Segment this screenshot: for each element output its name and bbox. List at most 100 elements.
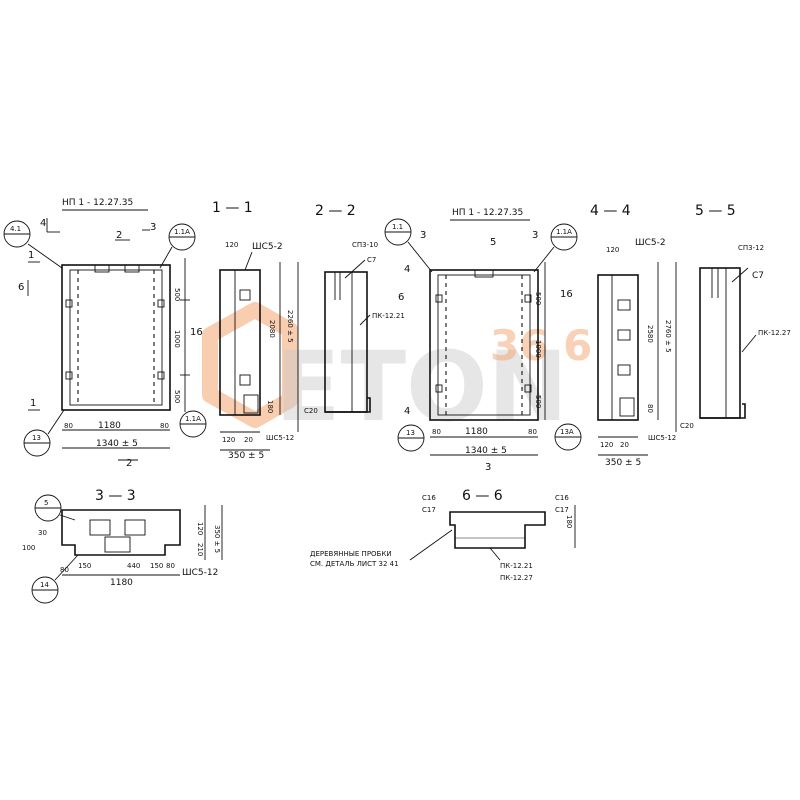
dim-120-20-b: 120 [606, 246, 619, 254]
dim-80-right: 80 [160, 422, 169, 430]
mark-16-b: 16 [560, 289, 573, 300]
label-pk12-21-b: ПК-12.21 [500, 562, 533, 570]
dim-2260: 2260 ± 5 [286, 310, 294, 343]
section-6-6: 6 — 6 С16 С17 С16 С17 180 ДЕРЕВЯННЫЕ ПРО… [310, 488, 576, 582]
section-title-2-2: 2 — 2 [315, 203, 356, 219]
label-s16-a: С16 [422, 494, 436, 502]
dim-120-20: 120 [225, 241, 238, 249]
callout-1-1a-top: 1.1А [174, 228, 190, 236]
dim-1180-c: 1180 [110, 578, 133, 588]
section-1-1: 1 — 1 120 ШС5-2 2080 2260 ± 5 180 С20 12… [212, 200, 318, 461]
label-shs5-2-b: ШС5-2 [635, 238, 666, 248]
section-4-4: 4 — 4 120 ШС5-2 2580 2760 ± 5 80 С20 120… [590, 203, 694, 468]
mark-3-b: 3 [420, 230, 426, 241]
dim-2580: 2580 [646, 325, 654, 343]
dim-150-b: 150 [150, 562, 163, 570]
elevation-np1-a: НП 1 - 12.27.35 4 1 1 6 2 3 4.1 1.1А [3, 198, 207, 469]
dim-1180: 1180 [98, 421, 121, 431]
label-s17-b: С17 [555, 506, 569, 514]
dim-500-top: 500 [173, 288, 181, 301]
mark-3-top: 3 [150, 222, 156, 233]
callout-5: 5 [44, 499, 48, 507]
label-pk12-21: ПК-12.21 [372, 312, 405, 320]
elevation-title-a: НП 1 - 12.27.35 [62, 198, 133, 208]
label-s7-b: С7 [752, 271, 764, 281]
watermark-hex-logo [202, 302, 298, 428]
dim-80-b-left: 80 [432, 428, 441, 436]
elevation-np1-b: НП 1 - 12.27.35 1.1 1.1А 13 13А 3 5 3 4 … [384, 208, 582, 473]
mark-16: 16 [190, 327, 203, 338]
dim-100: 100 [22, 544, 35, 552]
dim-350-c: 350 ± 5 [213, 525, 221, 553]
dim-1180-b: 1180 [465, 427, 488, 437]
dim-80-left: 80 [64, 422, 73, 430]
dim-30: 30 [38, 529, 47, 537]
mark-2-bottom: 2 [126, 458, 132, 469]
dim-500-b-bottom: 500 [534, 395, 542, 408]
label-sp3-12: СП3-12 [738, 244, 764, 252]
watermark-number: 36 6 [490, 321, 592, 370]
callout-13-b: 13 [406, 429, 415, 437]
dim-1000-b: 1000 [534, 340, 542, 358]
mark-2-top: 2 [116, 230, 122, 241]
label-s17-a: С17 [422, 506, 436, 514]
label-shs5-12-c: ШС5-12 [182, 568, 218, 578]
dim-20-a: 20 [244, 436, 253, 444]
dim-180-b: 180 [565, 515, 573, 528]
section-title-1-1: 1 — 1 [212, 200, 253, 216]
dim-2760: 2760 ± 5 [664, 320, 672, 353]
dim-80-d: 80 [60, 566, 69, 574]
mark-3-bottom-b: 3 [485, 462, 491, 473]
mark-6: 6 [18, 282, 24, 293]
callout-1-1-b: 1.1 [392, 223, 403, 231]
dim-180: 180 [266, 400, 274, 413]
dim-150-a: 150 [78, 562, 91, 570]
label-s20-b: С20 [680, 422, 694, 430]
label-shs5-12-a: ШС5-12 [266, 434, 294, 442]
section-2-2: 2 — 2 СП3-10 С7 ПК-12.21 [315, 203, 405, 413]
mark-1-bottom: 1 [30, 398, 36, 409]
mark-4-b: 4 [404, 264, 410, 275]
label-sp3-10: СП3-10 [352, 241, 378, 249]
dim-500-b-top: 500 [534, 292, 542, 305]
callout-14: 14 [40, 581, 49, 589]
dim-500-bottom: 500 [173, 390, 181, 403]
dim-210: 210 [196, 543, 204, 556]
label-shs5-12-b: ШС5-12 [648, 434, 676, 442]
mark-6-b: 6 [398, 292, 404, 303]
label-shs5-2-a: ШС5-2 [252, 242, 283, 252]
label-s7-a: С7 [367, 256, 376, 264]
dim-1340-b: 1340 ± 5 [465, 446, 507, 456]
dim-2080: 2080 [268, 320, 276, 338]
mark-1-top: 1 [28, 250, 34, 261]
dim-80-c: 80 [646, 404, 654, 413]
label-pk12-27: ПК-12.27 [758, 329, 791, 337]
section-3-3: 3 — 3 5 14 1180 80 150 440 150 80 ШС5-12… [22, 488, 223, 604]
label-wood-detail: СМ. ДЕТАЛЬ ЛИСТ 32 41 [310, 560, 399, 568]
section-title-6-6: 6 — 6 [462, 488, 503, 504]
watermark-brand: ETON [275, 331, 568, 443]
callout-13a: 13А [560, 428, 574, 436]
section-title-5-5: 5 — 5 [695, 203, 736, 219]
section-title-3-3: 3 — 3 [95, 488, 136, 504]
dim-350-a: 350 ± 5 [228, 451, 264, 461]
dim-120-c: 120 [196, 522, 204, 535]
watermark: ETON 36 6 [202, 302, 592, 443]
dim-80-b-right: 80 [528, 428, 537, 436]
label-wood-plugs: ДЕРЕВЯННЫЕ ПРОБКИ [310, 550, 392, 558]
dim-20-b: 20 [620, 441, 629, 449]
callout-13: 13 [32, 434, 41, 442]
dim-80-e: 80 [166, 562, 175, 570]
callout-1-1a-b: 1.1А [556, 228, 572, 236]
section-title-4-4: 4 — 4 [590, 203, 631, 219]
mark-3-c: 3 [532, 230, 538, 241]
label-s20-a: С20 [304, 407, 318, 415]
dim-1000: 1000 [173, 330, 181, 348]
elevation-title-b: НП 1 - 12.27.35 [452, 208, 523, 218]
callout-1-1a-bottom: 1.1А [185, 415, 201, 423]
mark-4: 4 [40, 218, 46, 229]
dim-350-b: 350 ± 5 [605, 458, 641, 468]
label-s16-b: С16 [555, 494, 569, 502]
dim-120-b: 120 [600, 441, 613, 449]
